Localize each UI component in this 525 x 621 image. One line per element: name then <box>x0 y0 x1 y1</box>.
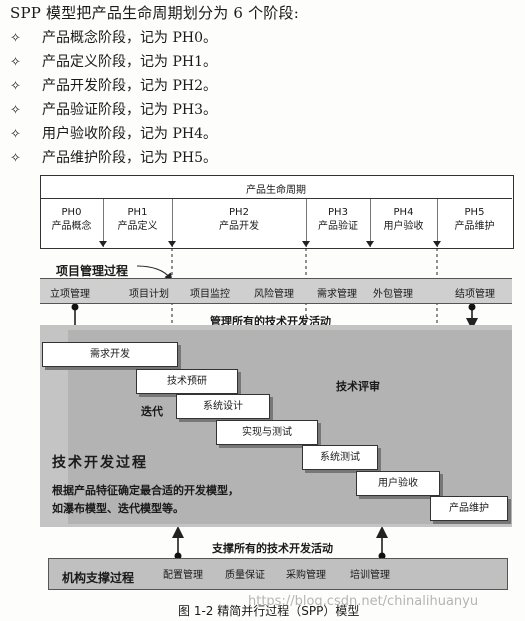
lifecycle-band <box>40 175 514 249</box>
pm-process-label: 项目管理过程 <box>56 264 129 278</box>
pm-item-closure: 结项管理 <box>455 289 495 300</box>
lifecycle-divider <box>40 198 512 199</box>
phase-divider <box>172 199 173 247</box>
pm-item-plan: 项目计划 <box>129 289 169 300</box>
pm-item-outsourcing: 外包管理 <box>373 289 413 300</box>
watermark: https://blog.csdn.net/chinalihuanyu <box>248 594 479 609</box>
step-maintenance: 产品维护 <box>430 496 508 521</box>
pm-bar <box>40 278 512 304</box>
tech-review-label: 技术评审 <box>336 380 380 393</box>
step-system-design: 系统设计 <box>176 394 270 419</box>
diamond-bullet-icon: ✧ <box>10 151 21 166</box>
pm-item-requirement: 需求管理 <box>317 289 357 300</box>
step-user-acceptance: 用户验收 <box>356 471 440 496</box>
bullet-item: ✧产品验证阶段，记为 PH3。 <box>10 102 217 118</box>
step-requirement-dev: 需求开发 <box>42 342 178 367</box>
lifecycle-title: 产品生命周期 <box>246 185 306 196</box>
pm-item-initiation: 立项管理 <box>50 289 90 300</box>
diamond-bullet-icon: ✧ <box>10 103 21 118</box>
step-tech-research: 技术预研 <box>136 369 238 394</box>
figure-caption: 图 1-2 精简并行过程（SPP）模型 <box>178 604 360 618</box>
tech-desc-line: 根据产品特征确定最合适的开发模型， <box>52 484 239 497</box>
pm-item-risk: 风险管理 <box>254 289 294 300</box>
step-implementation-test: 实现与测试 <box>216 420 318 445</box>
support-bar <box>48 558 508 590</box>
support-item-procurement: 采购管理 <box>286 570 326 581</box>
diamond-bullet-icon: ✧ <box>10 79 21 94</box>
diamond-bullet-icon: ✧ <box>10 127 21 142</box>
pm-item-monitor: 项目监控 <box>190 289 230 300</box>
tech-process-title: 技术开发过程 <box>52 455 148 471</box>
manage-activities-label: 管理所有的技术开发活动 <box>210 315 331 328</box>
tech-desc-line: 如瀑布模型、迭代模型等。 <box>52 502 184 515</box>
bullet-item: ✧产品概念阶段，记为 PH0。 <box>10 30 217 46</box>
bullet-item: ✧产品开发阶段，记为 PH2。 <box>10 78 217 94</box>
phase-divider <box>370 199 371 247</box>
support-item-config: 配置管理 <box>163 570 203 581</box>
support-item-qa: 质量保证 <box>225 570 265 581</box>
diamond-bullet-icon: ✧ <box>10 31 21 46</box>
phase-divider <box>103 199 104 247</box>
step-system-test: 系统测试 <box>302 445 378 470</box>
support-activities-label: 支撑所有的技术开发活动 <box>212 542 333 555</box>
support-item-training: 培训管理 <box>350 570 390 581</box>
diamond-bullet-icon: ✧ <box>10 55 21 70</box>
support-process-title: 机构支撑过程 <box>62 571 135 585</box>
iteration-label: 迭代 <box>141 405 163 418</box>
bullet-item: ✧产品维护阶段，记为 PH5。 <box>10 150 217 166</box>
bullet-item: ✧产品定义阶段，记为 PH1。 <box>10 54 217 70</box>
intro-text: SPP 模型把产品生命周期划分为 6 个阶段: <box>10 4 299 22</box>
phase-divider <box>306 199 307 247</box>
phase-divider <box>437 199 438 247</box>
bullet-item: ✧用户验收阶段，记为 PH4。 <box>10 126 217 142</box>
